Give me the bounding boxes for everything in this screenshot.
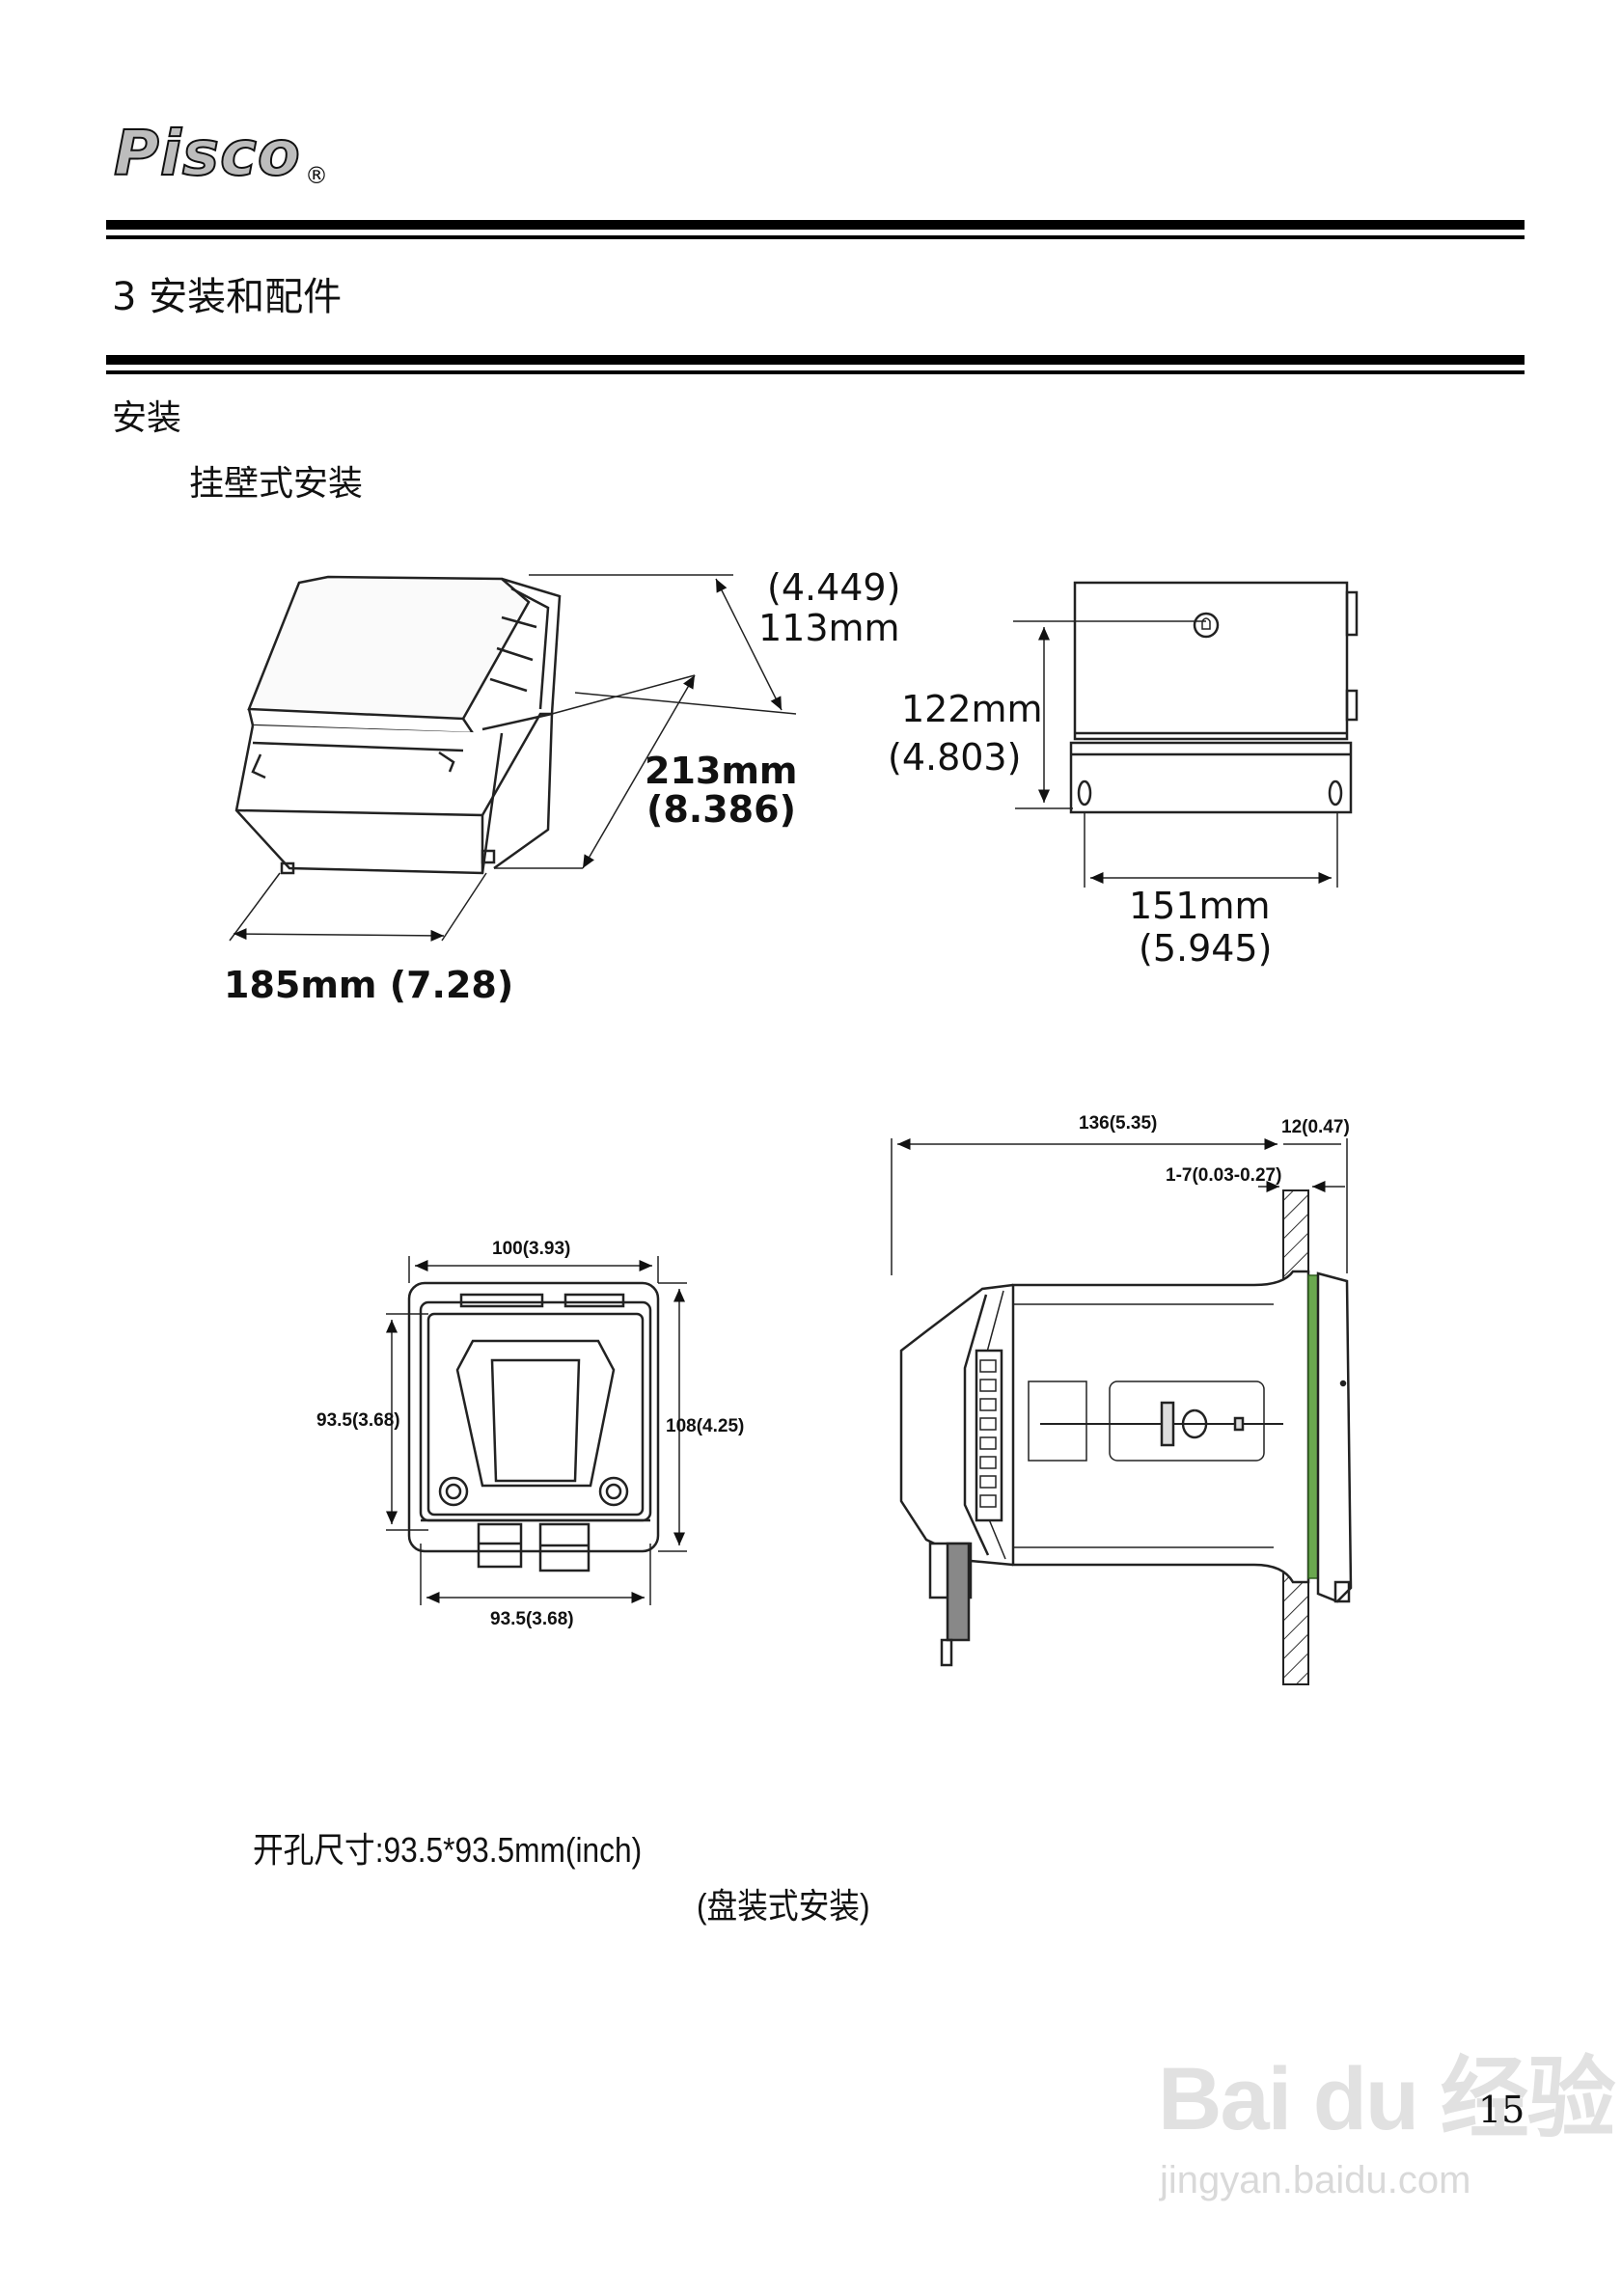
dim-front-inner-width: 93.5(3.68) bbox=[490, 1609, 574, 1629]
dim-front-height: 108(4.25) bbox=[666, 1416, 744, 1436]
wall-mount-isometric-drawing bbox=[229, 574, 797, 942]
panel-mount-side-drawing bbox=[891, 1138, 1353, 1685]
header-rule-thin bbox=[106, 235, 1525, 239]
dim-185: 185mm (7.28) bbox=[224, 964, 513, 1006]
section-rule-thin bbox=[106, 370, 1525, 374]
dim-213-in: (8.386) bbox=[646, 788, 796, 831]
dim-151-mm: 151mm bbox=[1129, 885, 1271, 927]
cutout-size-note: 开孔尺寸:93.5*93.5mm(inch) bbox=[253, 1830, 643, 1870]
dim-side-panel-range: 1-7(0.03-0.27) bbox=[1166, 1165, 1281, 1186]
dim-front-width: 100(3.93) bbox=[492, 1239, 570, 1259]
watermark-url: jingyan.baidu.com bbox=[1160, 2159, 1471, 2201]
dim-113-mm: 113mm bbox=[758, 607, 900, 649]
dim-front-inner-height: 93.5(3.68) bbox=[316, 1410, 400, 1431]
dim-122-mm: 122mm bbox=[901, 688, 1043, 730]
panel-mount-caption: (盘装式安装) bbox=[697, 1886, 870, 1926]
dim-side-depth: 136(5.35) bbox=[1079, 1113, 1157, 1134]
dim-122-in: (4.803) bbox=[888, 736, 1021, 779]
dim-side-bezel: 12(0.47) bbox=[1281, 1117, 1350, 1137]
subsection-install: 安装 bbox=[112, 398, 182, 438]
panel-mount-front-drawing bbox=[386, 1256, 687, 1605]
subsection-wall-mount: 挂壁式安装 bbox=[189, 464, 364, 504]
section-title: 3 安装和配件 bbox=[112, 275, 343, 319]
dim-213-mm: 213mm bbox=[645, 750, 798, 792]
dim-113-in: (4.449) bbox=[767, 566, 900, 609]
registered-mark: ® bbox=[305, 162, 328, 189]
wall-mount-back-drawing bbox=[1013, 581, 1359, 888]
header-rule-thick bbox=[106, 220, 1525, 230]
dim-151-in: (5.945) bbox=[1139, 927, 1272, 970]
watermark-brand: Bai du 经验 bbox=[1158, 2050, 1616, 2148]
section-rule-thick bbox=[106, 355, 1525, 365]
brand-logo: Pisco bbox=[113, 119, 301, 190]
page-number: 15 bbox=[1478, 2089, 1525, 2131]
